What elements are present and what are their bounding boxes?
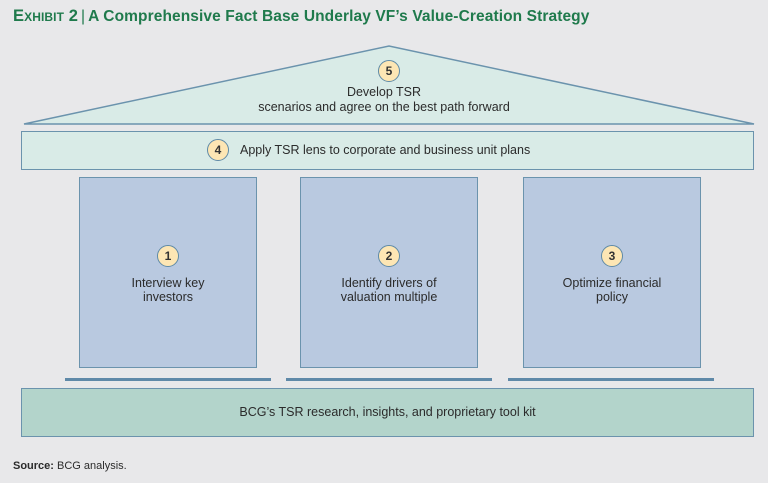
pillar-3-line-2: policy	[596, 290, 628, 304]
pillar-3: 3 Optimize financial policy	[523, 177, 701, 368]
step-2-badge: 2	[378, 245, 400, 267]
pillar-1-label: Interview key investors	[80, 276, 256, 304]
source-note: Source: BCG analysis.	[13, 460, 127, 472]
title-text: A Comprehensive Fact Base Underlay VF’s …	[88, 8, 590, 25]
exhibit-title: Exhibit 2|A Comprehensive Fact Base Unde…	[13, 7, 589, 26]
exhibit-number: Exhibit 2	[13, 7, 79, 25]
step-5-badge: 5	[378, 60, 400, 82]
source-text: BCG analysis.	[57, 460, 127, 472]
pediment-line-1: Develop TSR	[346, 85, 422, 99]
source-label: Source:	[13, 460, 54, 472]
pillar-2-label: Identify drivers of valuation multiple	[301, 276, 477, 304]
foundation-label: BCG’s TSR research, insights, and propri…	[239, 405, 536, 419]
pillar-2-line-2: valuation multiple	[340, 290, 438, 304]
step-4-badge: 4	[207, 139, 229, 161]
pillar-1-plinth	[65, 378, 271, 381]
pillar-3-label: Optimize financial policy	[524, 276, 700, 304]
title-separator: |	[81, 8, 86, 25]
pediment-triangle	[23, 45, 755, 125]
pillar-1-line-2: investors	[142, 290, 194, 304]
step-1-badge: 1	[157, 245, 179, 267]
foundation-bar: BCG’s TSR research, insights, and propri…	[21, 388, 754, 437]
pediment-text: Develop TSR scenarios and agree on the b…	[200, 85, 568, 115]
pillar-3-plinth	[508, 378, 714, 381]
pillar-1-line-1: Interview key	[131, 276, 205, 290]
pillar-2-line-1: Identify drivers of	[341, 276, 437, 290]
step-4-label: Apply TSR lens to corporate and business…	[240, 143, 531, 157]
pediment-roof	[23, 45, 755, 125]
step-4-band: 4 Apply TSR lens to corporate and busine…	[21, 131, 754, 170]
pediment-line-2: scenarios and agree on the best path for…	[258, 100, 510, 114]
pillar-2-plinth	[286, 378, 492, 381]
pillar-2: 2 Identify drivers of valuation multiple	[300, 177, 478, 368]
pillar-1: 1 Interview key investors	[79, 177, 257, 368]
pillar-3-line-1: Optimize financial	[562, 276, 662, 290]
step-3-badge: 3	[601, 245, 623, 267]
